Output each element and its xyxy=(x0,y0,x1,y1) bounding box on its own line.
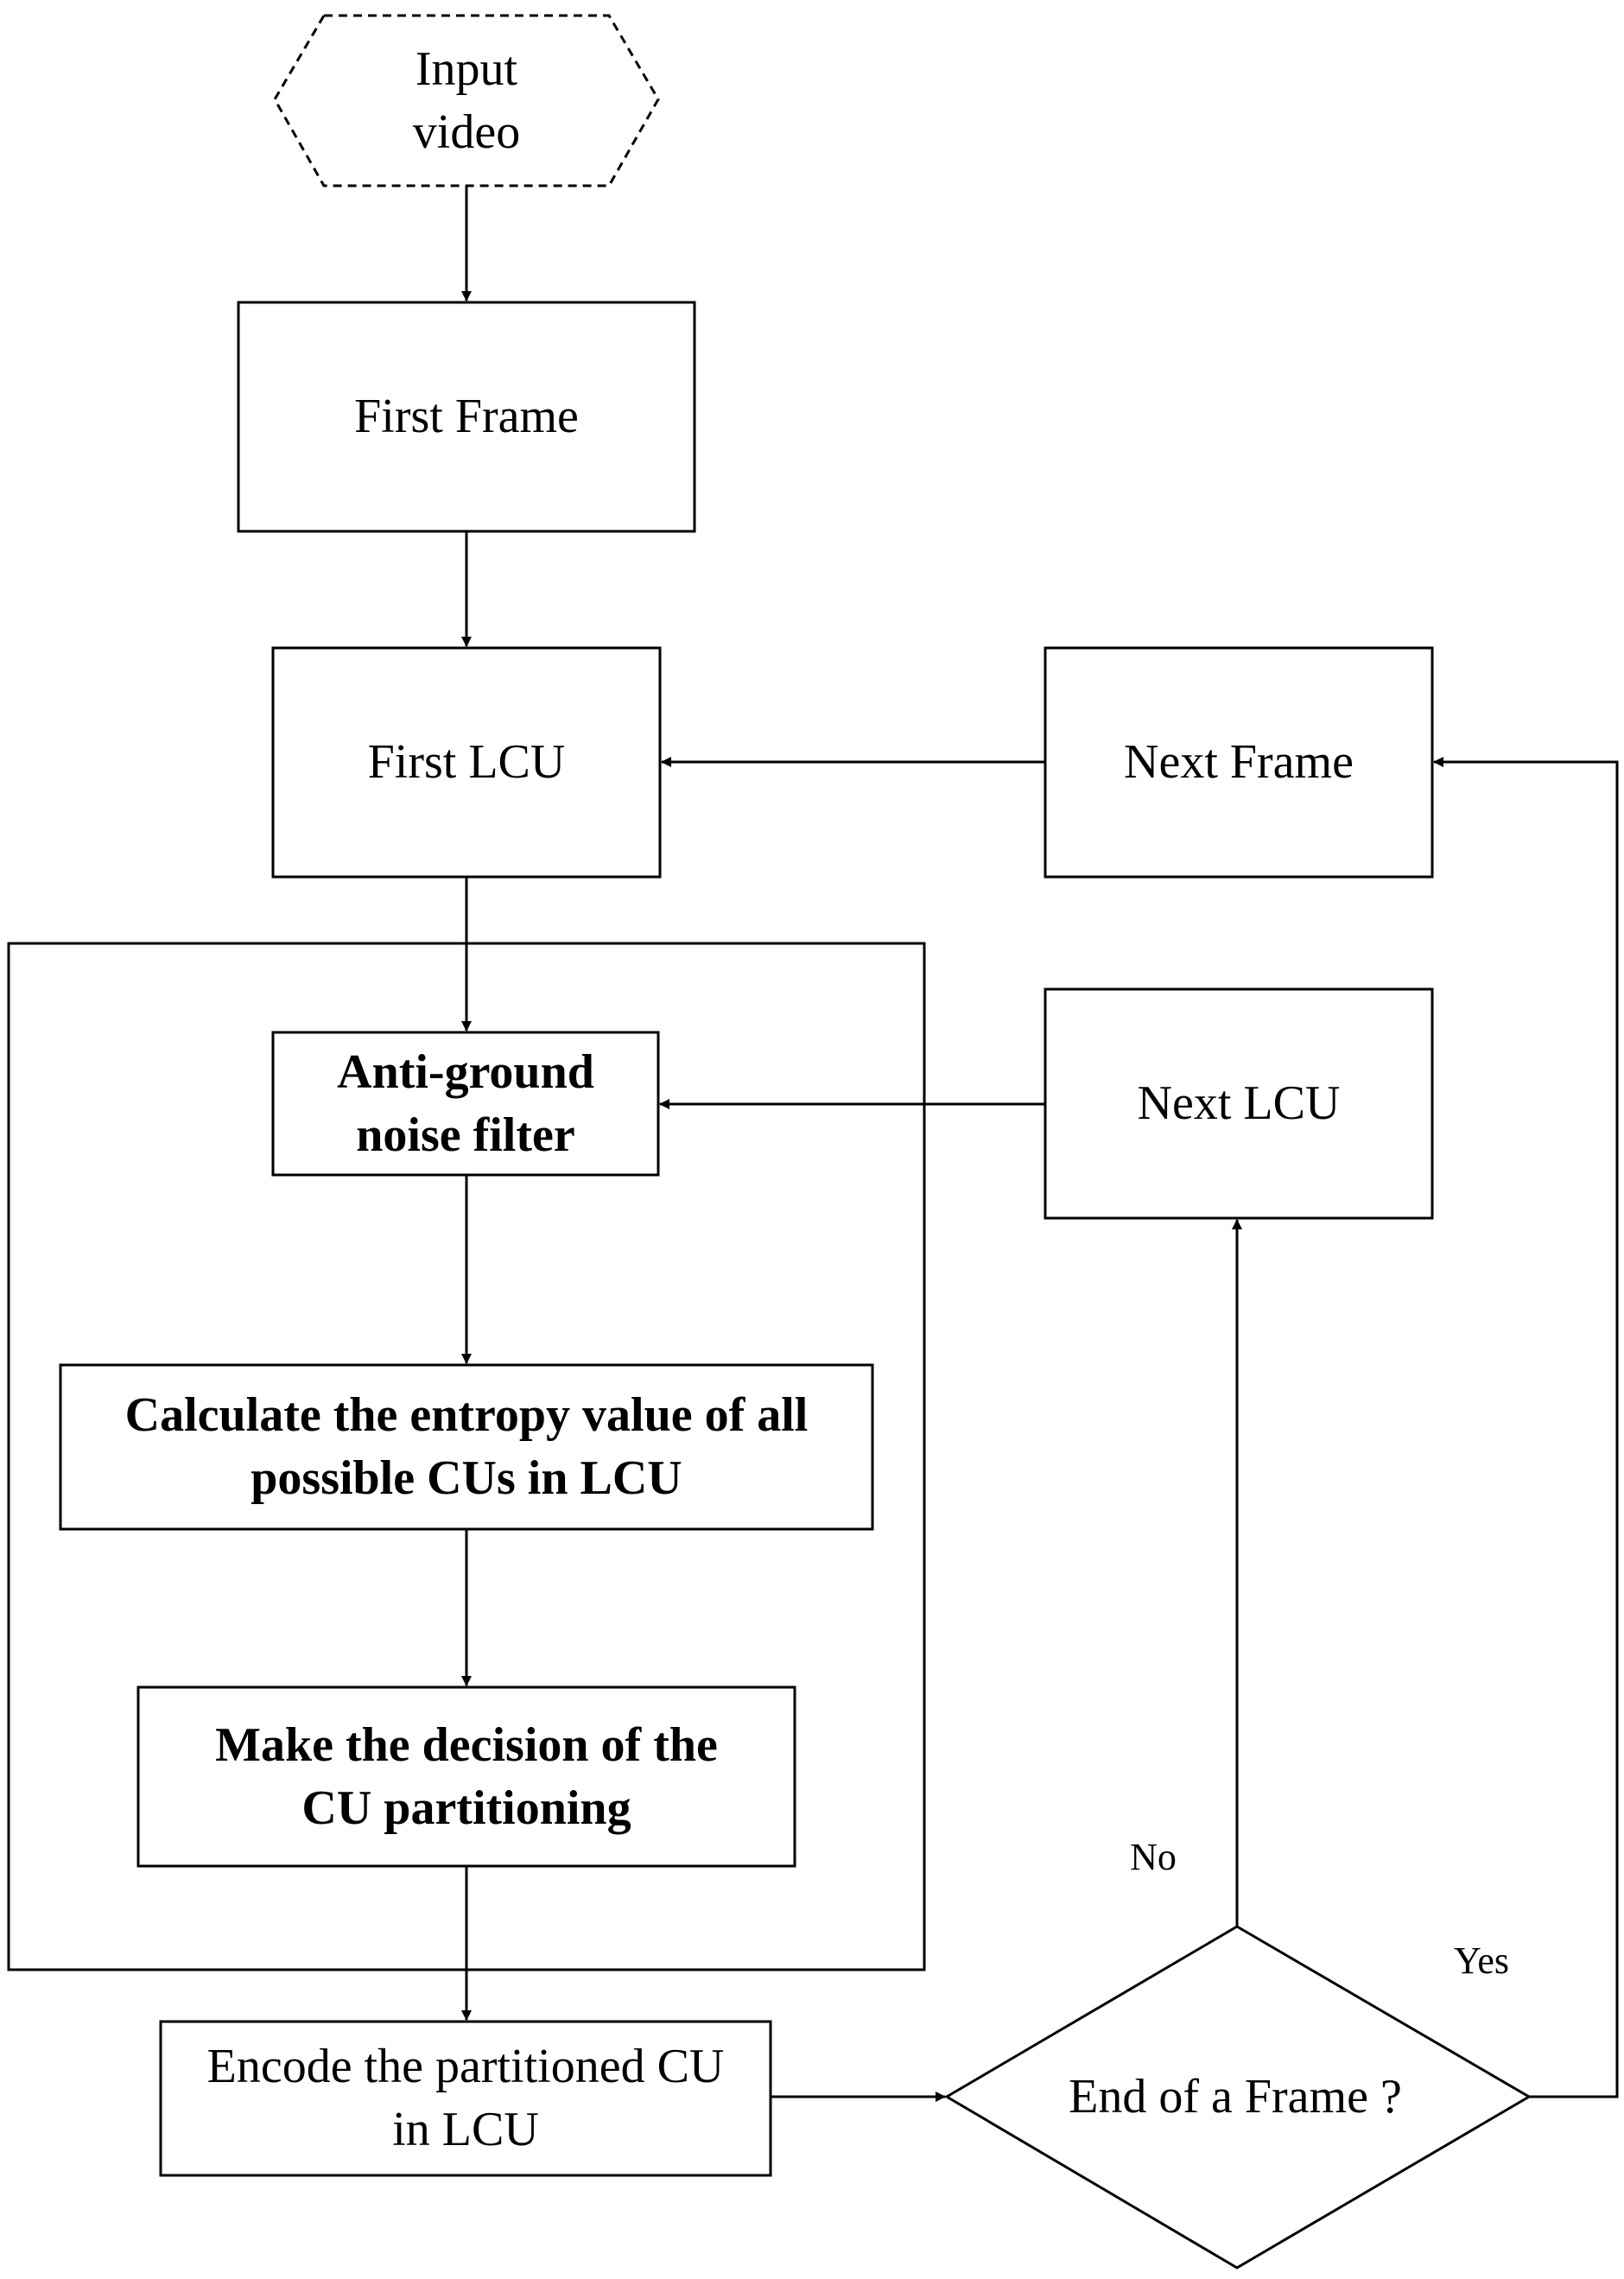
first-lcu-label: First LCU xyxy=(367,735,566,790)
anti-ground-noise-filter-label: Anti-ground noise filter xyxy=(337,1044,594,1162)
no-edge-label: No xyxy=(1130,1836,1177,1879)
first-frame-label: First Frame xyxy=(354,390,579,444)
input-video-hexagon xyxy=(273,14,660,187)
end-of-frame-label: End of a Frame ? xyxy=(1069,2070,1402,2124)
calculate-entropy-label: Calculate the entropy value of all possi… xyxy=(124,1388,809,1505)
input-video-label: Input video xyxy=(412,41,521,159)
next-lcu-label: Next LCU xyxy=(1137,1076,1341,1131)
yes-edge-label: Yes xyxy=(1453,1939,1510,1983)
make-decision-label: Make the decision of the CU partitioning xyxy=(215,1717,718,1835)
next-frame-label: Next Frame xyxy=(1124,735,1354,790)
end-of-frame-diamond xyxy=(944,1925,1532,2269)
edge-yes-to-next-frame xyxy=(1433,757,1619,2098)
encode-box xyxy=(159,2020,772,2177)
encode-label: Encode the partitioned CU in LCU xyxy=(206,2040,725,2156)
